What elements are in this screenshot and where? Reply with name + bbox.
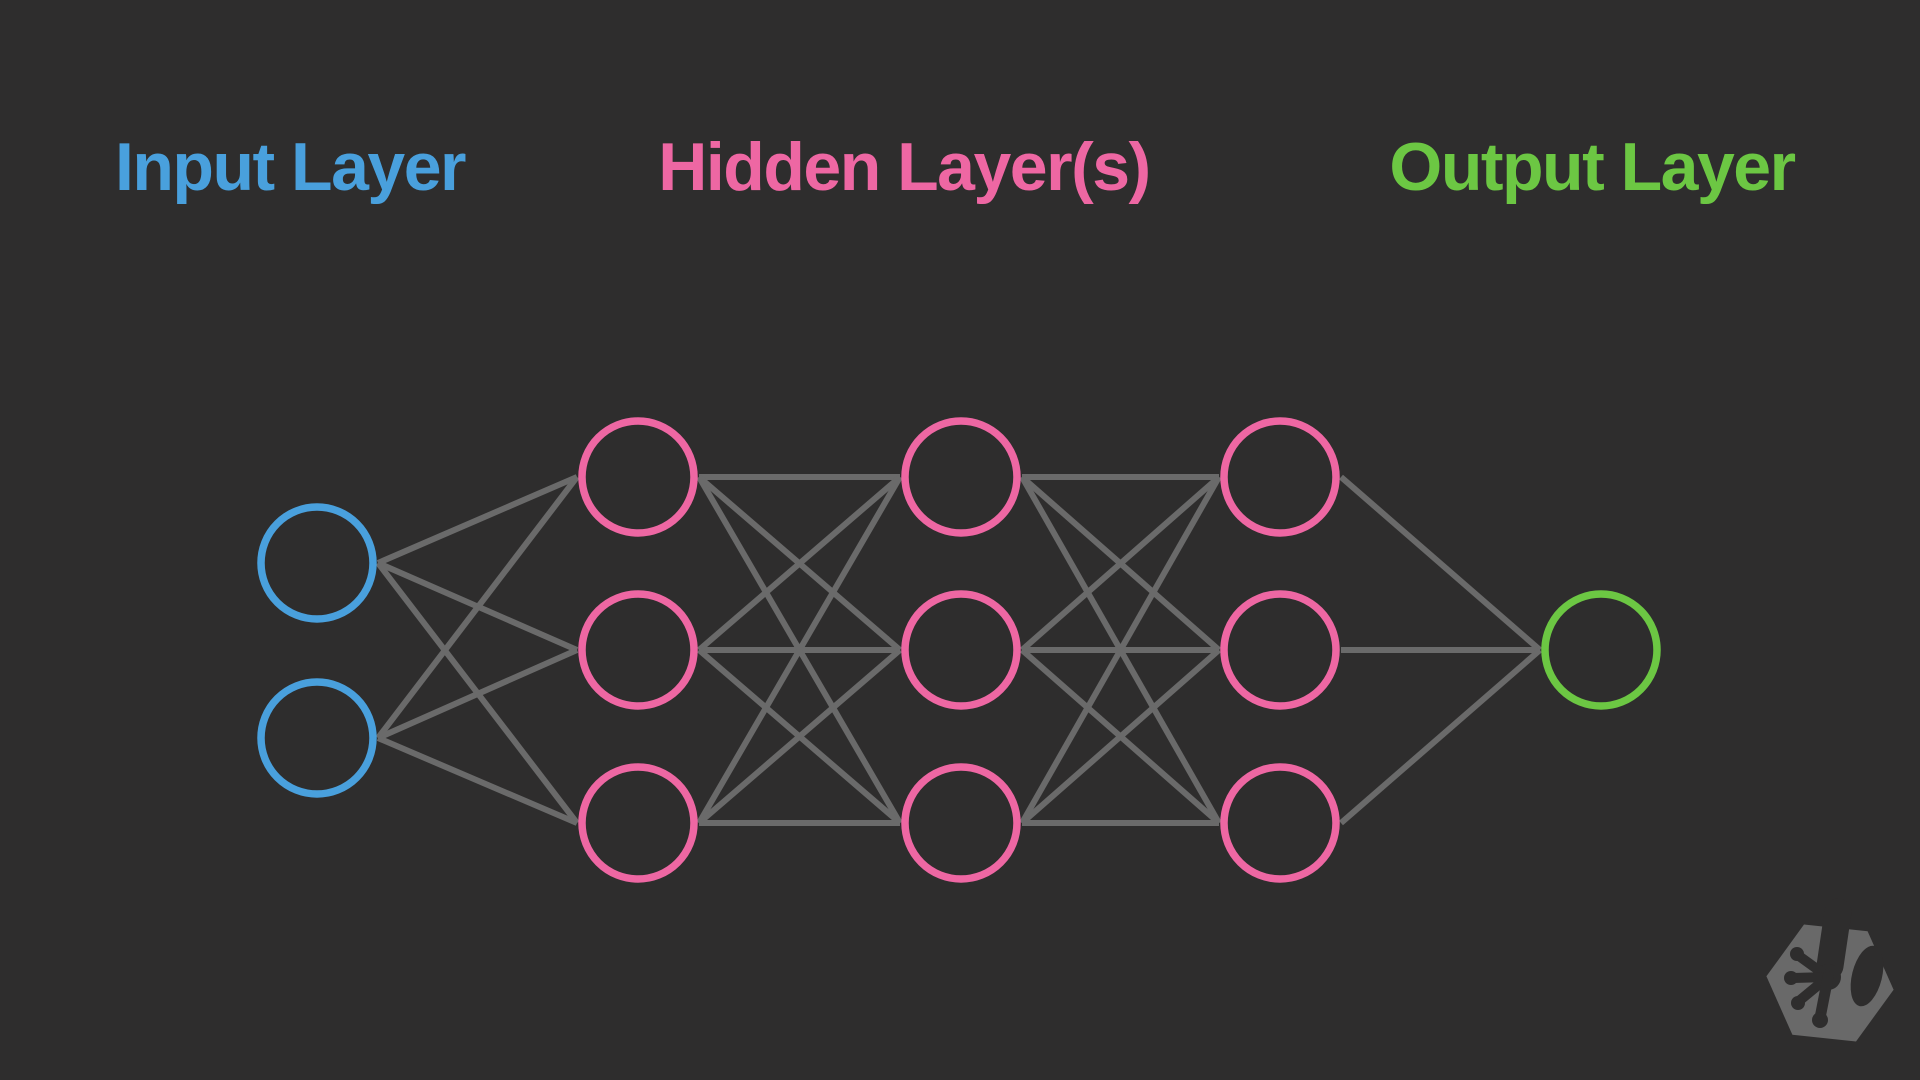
neuron-nodes	[257, 417, 1661, 883]
hidden-layer-label: Hidden Layer(s)	[658, 129, 1151, 205]
edge-hidden-2-to-hidden-3	[1019, 475, 1222, 825]
hidden-3-node-1	[1220, 417, 1340, 537]
output-layer-label: Output Layer	[1389, 129, 1796, 205]
edge-hidden-1-to-hidden-2	[696, 475, 903, 825]
hidden-3-node-3	[1220, 763, 1340, 883]
hidden-2-node-3	[901, 763, 1021, 883]
edge-hidden-3-to-output	[1339, 647, 1542, 826]
edge-hidden-3-to-output	[1339, 474, 1542, 653]
edge-input-to-hidden-1	[376, 735, 579, 826]
edge-input-to-hidden-1	[376, 647, 579, 741]
input-layer-label: Input Layer	[115, 129, 467, 205]
output-node-1	[1541, 590, 1661, 710]
hidden-3-node-2	[1220, 590, 1340, 710]
hidden-1-node-2	[578, 590, 698, 710]
hidden-1-node-3	[578, 763, 698, 883]
hidden-1-node-1	[578, 417, 698, 537]
edge-lines	[375, 474, 1542, 826]
frog-foot-cutout	[1784, 898, 1884, 1028]
edge-hidden-1-to-hidden-2	[697, 647, 902, 826]
hidden-2-node-2	[901, 590, 1021, 710]
edge-hidden-2-to-hidden-3	[1020, 647, 1221, 826]
edge-hidden-1-to-hidden-2	[697, 474, 902, 653]
edge-input-to-hidden-1	[376, 474, 579, 566]
edge-hidden-2-to-hidden-3	[1020, 474, 1221, 653]
input-node-2	[257, 678, 377, 798]
hidden-2-node-1	[901, 417, 1021, 537]
edge-input-to-hidden-1	[375, 475, 580, 740]
hexagon-frog-foot-logo	[1766, 898, 1894, 1042]
input-node-1	[257, 503, 377, 623]
